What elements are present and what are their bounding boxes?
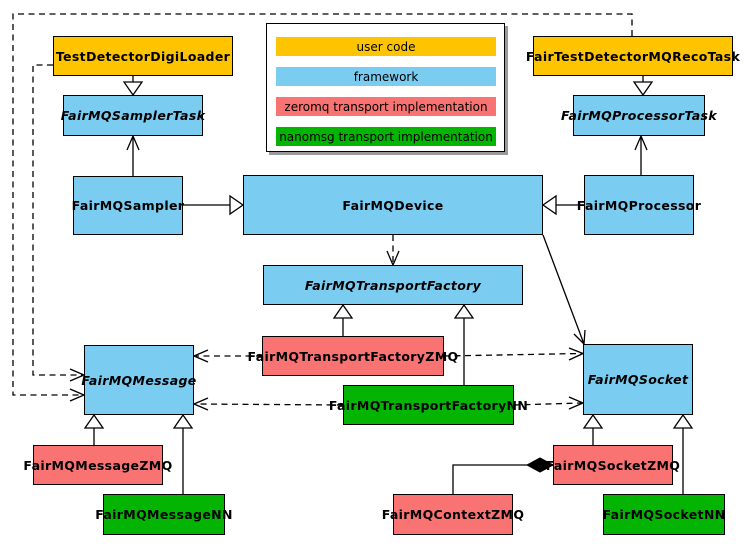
edge-messagenn-message-inheritance bbox=[172, 413, 194, 494]
edge-recotask-processortask-inheritance bbox=[632, 76, 654, 97]
legend-item-framework: framework bbox=[276, 67, 496, 86]
node-label: FairMQMessageZMQ bbox=[23, 457, 173, 473]
node-label: FairMQSocketNN bbox=[602, 507, 726, 522]
edge-transportfactoryzmq-transportfactory-inheritance bbox=[332, 303, 354, 336]
edge-transportfactoryzmq-socket-dependency bbox=[443, 347, 584, 361]
legend-label: user code bbox=[356, 39, 416, 54]
node-fair-mq-sampler-task: FairMQSamplerTask bbox=[60, 95, 206, 136]
node-label: FairMQSocket bbox=[587, 372, 689, 387]
node-fair-test-detector-mq-reco-task: FairTestDetectorMQRecoTask bbox=[526, 36, 740, 76]
edge-digiloader-samplertask-inheritance bbox=[122, 76, 144, 97]
node-fair-mq-transport-factory-zmq: FairMQTransportFactoryZMQ bbox=[248, 336, 458, 376]
legend-item-zeromq: zeromq transport implementation bbox=[276, 97, 496, 116]
edge-device-transportfactory-dependency bbox=[386, 235, 400, 266]
node-fair-mq-socket-nn: FairMQSocketNN bbox=[603, 494, 725, 535]
node-fair-mq-message-nn: FairMQMessageNN bbox=[95, 494, 232, 535]
edge-processor-device-inheritance bbox=[541, 194, 584, 216]
node-fair-mq-socket: FairMQSocket bbox=[583, 344, 693, 415]
legend-item-nanomsg: nanomsg transport implementation bbox=[276, 127, 496, 146]
edge-socketzmq-socket-inheritance bbox=[582, 413, 604, 445]
node-fair-mq-context-zmq: FairMQContextZMQ bbox=[382, 494, 524, 535]
node-label: TestDetectorDigiLoader bbox=[55, 48, 231, 64]
node-label: FairMQProcessorTask bbox=[561, 108, 717, 123]
edge-socketnn-socket-inheritance bbox=[672, 413, 694, 494]
legend-label: nanomsg transport implementation bbox=[279, 129, 493, 144]
node-fair-mq-processor-task: FairMQProcessorTask bbox=[561, 95, 717, 136]
node-label: FairMQTransportFactoryNN bbox=[328, 397, 529, 413]
edge-transportfactorynn-message-dependency bbox=[193, 397, 344, 411]
node-fair-mq-transport-factory: FairMQTransportFactory bbox=[263, 265, 523, 305]
edge-digiloader-message-dependency bbox=[32, 64, 85, 382]
edge-contextzmq-socketzmq-composition bbox=[452, 457, 555, 494]
node-fair-mq-socket-zmq: FairMQSocketZMQ bbox=[546, 445, 680, 485]
node-fair-mq-message-zmq: FairMQMessageZMQ bbox=[23, 445, 172, 485]
node-label: FairTestDetectorMQRecoTask bbox=[525, 48, 741, 64]
node-label: FairMQSocketZMQ bbox=[545, 457, 681, 473]
node-label: FairMQProcessor bbox=[576, 197, 702, 213]
edge-processor-processortask-association bbox=[634, 135, 648, 175]
node-label: FairMQTransportFactoryZMQ bbox=[247, 348, 459, 364]
node-fair-mq-device: FairMQDevice bbox=[243, 175, 543, 235]
edge-transportfactorynn-transportfactory-inheritance bbox=[453, 303, 475, 385]
edge-device-socket-association bbox=[542, 234, 586, 345]
node-label: FairMQTransportFactory bbox=[304, 277, 482, 293]
node-label: FairMQSampler bbox=[71, 198, 185, 213]
edge-transportfactorynn-socket-dependency bbox=[513, 396, 584, 410]
node-fair-mq-sampler: FairMQSampler bbox=[71, 176, 185, 235]
edge-sampler-device-inheritance bbox=[183, 194, 245, 216]
node-label: FairMQContextZMQ bbox=[381, 507, 525, 522]
node-label: FairMQSamplerTask bbox=[60, 108, 206, 123]
legend-label: zeromq transport implementation bbox=[284, 99, 488, 114]
node-label: FairMQDevice bbox=[342, 197, 444, 213]
node-fair-mq-message: FairMQMessage bbox=[81, 345, 197, 415]
node-label: FairMQMessage bbox=[81, 372, 197, 388]
legend: user code framework zeromq transport imp… bbox=[266, 23, 505, 152]
legend-item-user-code: user code bbox=[276, 37, 496, 56]
edge-recotask-message-dependency bbox=[12, 13, 633, 402]
edge-sampler-samplertask-association bbox=[126, 135, 140, 176]
node-label: FairMQMessageNN bbox=[95, 507, 233, 522]
node-fair-mq-transport-factory-nn: FairMQTransportFactoryNN bbox=[329, 385, 528, 425]
legend-label: framework bbox=[353, 69, 419, 84]
edge-messagezmq-message-inheritance bbox=[83, 413, 105, 445]
node-test-detector-digi-loader: TestDetectorDigiLoader bbox=[53, 36, 233, 76]
node-fair-mq-processor: FairMQProcessor bbox=[577, 175, 701, 235]
edge-transportfactoryzmq-message-dependency bbox=[193, 349, 262, 363]
